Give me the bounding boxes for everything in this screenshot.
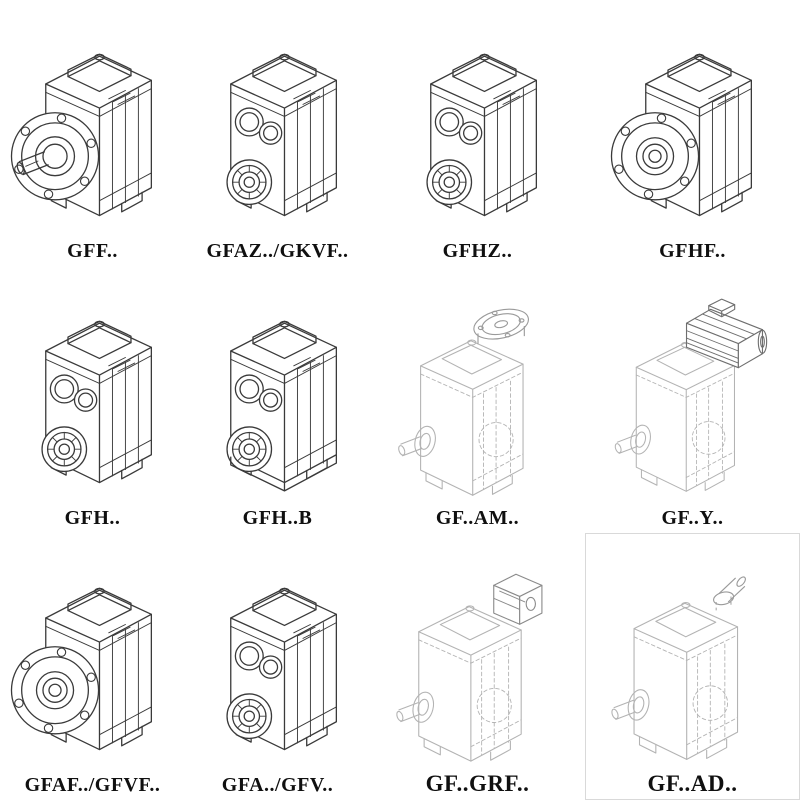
- gearbox-cell-gf-grf: GF..GRF..: [370, 533, 585, 800]
- gearbox-input-shaft-icon: [610, 575, 746, 759]
- gearbox-bores-icon: [227, 54, 336, 215]
- gearbox-motor-adapter-icon: [397, 304, 531, 495]
- gearbox-technical-drawing: [5, 18, 181, 238]
- gearbox-bores-icon: [427, 54, 536, 215]
- gearbox-cell-gfaz-gkvf: GFAZ../GKVF..: [185, 0, 370, 266]
- gearbox-flange-hollow-icon: [11, 588, 151, 749]
- gearbox-input-housing-icon: [395, 574, 541, 761]
- gearbox-flange-hollow-icon: [611, 54, 751, 215]
- gearbox-model-label: GFH..: [64, 507, 121, 529]
- gearbox-technical-drawing: [390, 549, 566, 769]
- gearbox-technical-drawing: [5, 552, 181, 772]
- gearbox-model-label: GF..AM..: [435, 507, 520, 529]
- gearbox-model-label: GF..GRF..: [425, 771, 530, 796]
- gearbox-model-label: GFAF../GFVF..: [24, 774, 161, 796]
- gearbox-technical-drawing: [605, 549, 781, 769]
- gearbox-technical-drawing: [190, 552, 366, 772]
- gearbox-model-label: GFAZ../GKVF..: [206, 240, 349, 262]
- gearbox-bores-icon: [227, 588, 336, 749]
- gearbox-cell-gfhz: GFHZ..: [370, 0, 585, 266]
- gearbox-model-label: GF..Y..: [661, 507, 724, 529]
- gearbox-bores-icon: [42, 321, 151, 482]
- gearbox-cell-gff: GFF..: [0, 0, 185, 266]
- gearbox-technical-drawing: [605, 285, 781, 505]
- gearbox-technical-drawing: [390, 18, 566, 238]
- gearbox-model-label: GFA../GFV..: [221, 774, 334, 796]
- gearbox-flange-shaft-icon: [11, 54, 151, 215]
- gearbox-model-label: GFH..B: [242, 507, 313, 529]
- gearbox-cell-gf-am: GF..AM..: [370, 266, 585, 533]
- gearbox-cell-gfh-b: GFH..B: [185, 266, 370, 533]
- gearbox-cell-gfa-gfv: GFA../GFV..: [185, 533, 370, 800]
- gearbox-cell-gfh: GFH..: [0, 266, 185, 533]
- gearbox-model-label: GFF..: [67, 240, 118, 262]
- gearbox-with-motor-icon: [614, 299, 767, 491]
- gearbox-bores-foot-icon: [227, 321, 336, 491]
- gearbox-model-label: GF..AD..: [647, 771, 738, 796]
- gearbox-cell-gfhf: GFHF..: [585, 0, 800, 266]
- gearbox-model-label: GFHZ..: [442, 240, 513, 262]
- gearbox-cell-gf-y: GF..Y..: [585, 266, 800, 533]
- gearbox-technical-drawing: [190, 285, 366, 505]
- gearbox-technical-drawing: [605, 18, 781, 238]
- gearbox-cell-gf-ad: GF..AD..: [585, 533, 800, 800]
- gearbox-cell-gfaf-gfvf: GFAF../GFVF..: [0, 533, 185, 800]
- gearbox-technical-drawing: [390, 285, 566, 505]
- gearbox-technical-drawing: [5, 285, 181, 505]
- gearbox-model-label: GFHF..: [659, 240, 726, 262]
- gearbox-technical-drawing: [190, 18, 366, 238]
